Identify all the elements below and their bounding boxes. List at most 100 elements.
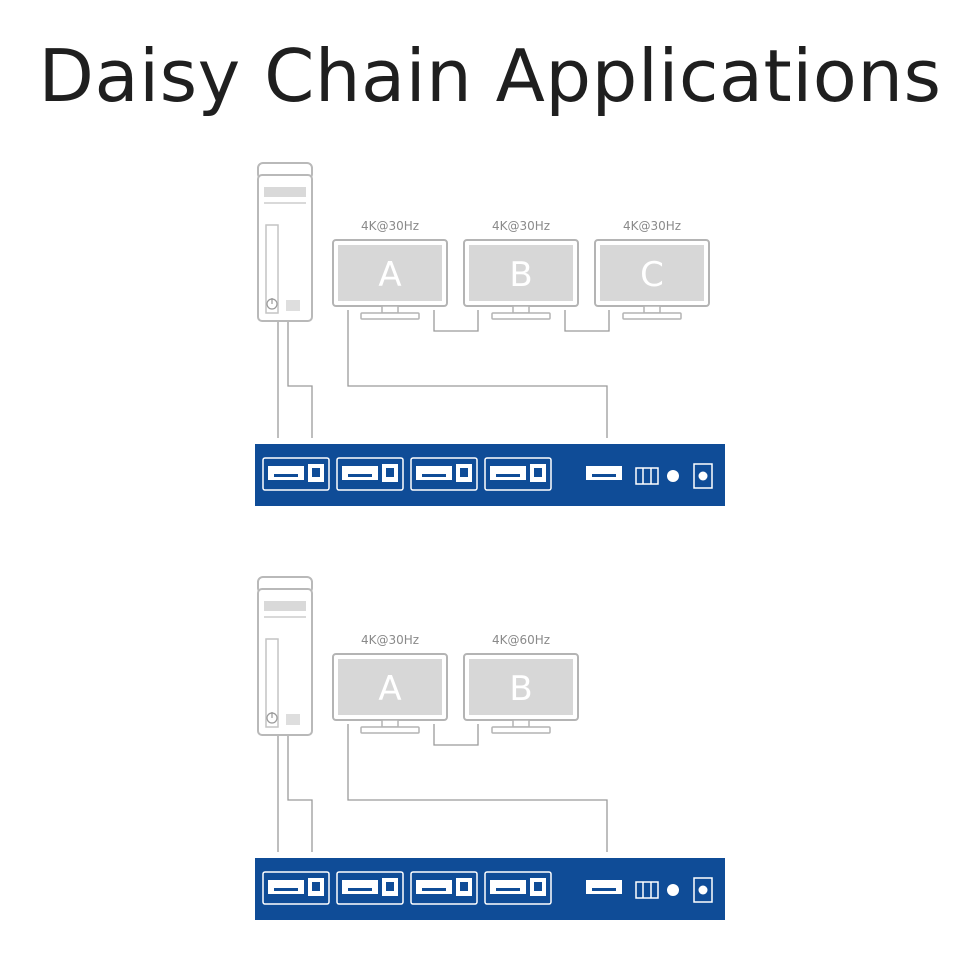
- dip-switch-icon: [635, 467, 659, 485]
- usb-b-port-inner: [312, 882, 320, 891]
- displayport-icon: [268, 880, 304, 894]
- displayport-slot: [348, 474, 372, 477]
- displayport-icon: [416, 880, 452, 894]
- monitor-resolution: 4K@60Hz: [492, 633, 550, 647]
- port-group-outline: [262, 457, 330, 491]
- monitor-neck: [512, 719, 530, 728]
- monitor-screen: [469, 659, 573, 715]
- monitor-neck: [512, 305, 530, 314]
- cable-daisy-chain: [433, 724, 479, 746]
- displayport-icon: [490, 466, 526, 480]
- displayport-slot: [422, 888, 446, 891]
- front-panel: [265, 224, 279, 314]
- monitor-base: [491, 726, 551, 734]
- hub-port-group: [484, 871, 552, 905]
- usb-b-port-inner: [534, 882, 542, 891]
- front-panel: [265, 638, 279, 728]
- led-indicator-icon: [667, 470, 679, 482]
- monitor-base: [360, 312, 420, 320]
- led-indicator-icon: [667, 884, 679, 896]
- monitor-screen: [469, 245, 573, 301]
- monitor-screen: [338, 659, 442, 715]
- hub-port-group: [410, 457, 478, 491]
- usb-b-port-inner: [386, 882, 394, 891]
- displayport-input-icon: [586, 880, 622, 894]
- hub-port-group: [336, 457, 404, 491]
- monitor-base: [360, 726, 420, 734]
- monitor-letter: A: [378, 669, 401, 709]
- displayport-slot: [496, 888, 520, 891]
- monitor-screen: [600, 245, 704, 301]
- usb-b-port-inner: [534, 468, 542, 477]
- usb-front-port: [286, 300, 300, 311]
- displayport-input-slot: [592, 474, 616, 477]
- monitor-resolution: 4K@30Hz: [623, 219, 681, 233]
- usb-b-port-inner: [386, 468, 394, 477]
- monitor-icon: B 4K@30Hz: [463, 219, 579, 320]
- monitor-letter: C: [640, 255, 664, 295]
- power-jack-pin: [698, 885, 708, 895]
- cable-usb: [287, 314, 313, 438]
- port-group-outline: [262, 871, 330, 905]
- monitor-resolution: 4K@30Hz: [492, 219, 550, 233]
- port-group-outline: [410, 871, 478, 905]
- hub-port-group: [336, 871, 404, 905]
- displayport-input-slot: [592, 888, 616, 891]
- cable-daisy-chain: [564, 310, 610, 332]
- hub-port-group: [484, 457, 552, 491]
- hub-port-group: [410, 871, 478, 905]
- displayport-icon: [490, 880, 526, 894]
- monitor-letter: A: [378, 255, 401, 295]
- drive-bay: [264, 187, 306, 197]
- port-group-outline: [336, 871, 404, 905]
- displayport-icon: [416, 466, 452, 480]
- cable-displayport: [347, 724, 608, 852]
- monitor-resolution: 4K@30Hz: [361, 633, 419, 647]
- monitor-neck: [381, 305, 399, 314]
- cable-daisy-chain: [433, 310, 479, 332]
- port-group-outline: [336, 457, 404, 491]
- monitor-base: [491, 312, 551, 320]
- monitor-icon: A 4K@30Hz: [332, 633, 448, 734]
- monitor-screen: [338, 245, 442, 301]
- dip-switch-icon: [635, 881, 659, 899]
- displayport-slot: [274, 888, 298, 891]
- usb-b-port-inner: [460, 882, 468, 891]
- usb-b-port-inner: [460, 468, 468, 477]
- hub-device: [255, 858, 725, 920]
- computer-tower-icon: [257, 162, 313, 322]
- hub-port-group: [262, 871, 330, 905]
- monitor-base: [622, 312, 682, 320]
- hub-port-group: [262, 457, 330, 491]
- displayport-slot: [348, 888, 372, 891]
- displayport-slot: [422, 474, 446, 477]
- displayport-icon: [342, 466, 378, 480]
- computer-tower-icon: [257, 576, 313, 736]
- port-group-outline: [410, 457, 478, 491]
- monitor-neck: [381, 719, 399, 728]
- monitor-neck: [643, 305, 661, 314]
- power-jack-icon: [693, 463, 713, 489]
- displayport-input-icon: [586, 466, 622, 480]
- monitor-resolution: 4K@30Hz: [361, 219, 419, 233]
- displayport-icon: [268, 466, 304, 480]
- cable-displayport: [347, 310, 608, 438]
- monitor-letter: B: [509, 669, 532, 709]
- cable-usb: [287, 728, 313, 852]
- displayport-icon: [342, 880, 378, 894]
- displayport-slot: [496, 474, 520, 477]
- displayport-slot: [274, 474, 298, 477]
- hub-device: [255, 444, 725, 506]
- port-group-outline: [484, 871, 552, 905]
- usb-b-port-inner: [312, 468, 320, 477]
- monitor-icon: C 4K@30Hz: [594, 219, 710, 320]
- monitor-letter: B: [509, 255, 532, 295]
- page-title: Daisy Chain Applications: [38, 34, 942, 118]
- drive-bay: [264, 601, 306, 611]
- usb-front-port: [286, 714, 300, 725]
- power-jack-pin: [698, 471, 708, 481]
- monitor-icon: B 4K@60Hz: [463, 633, 579, 734]
